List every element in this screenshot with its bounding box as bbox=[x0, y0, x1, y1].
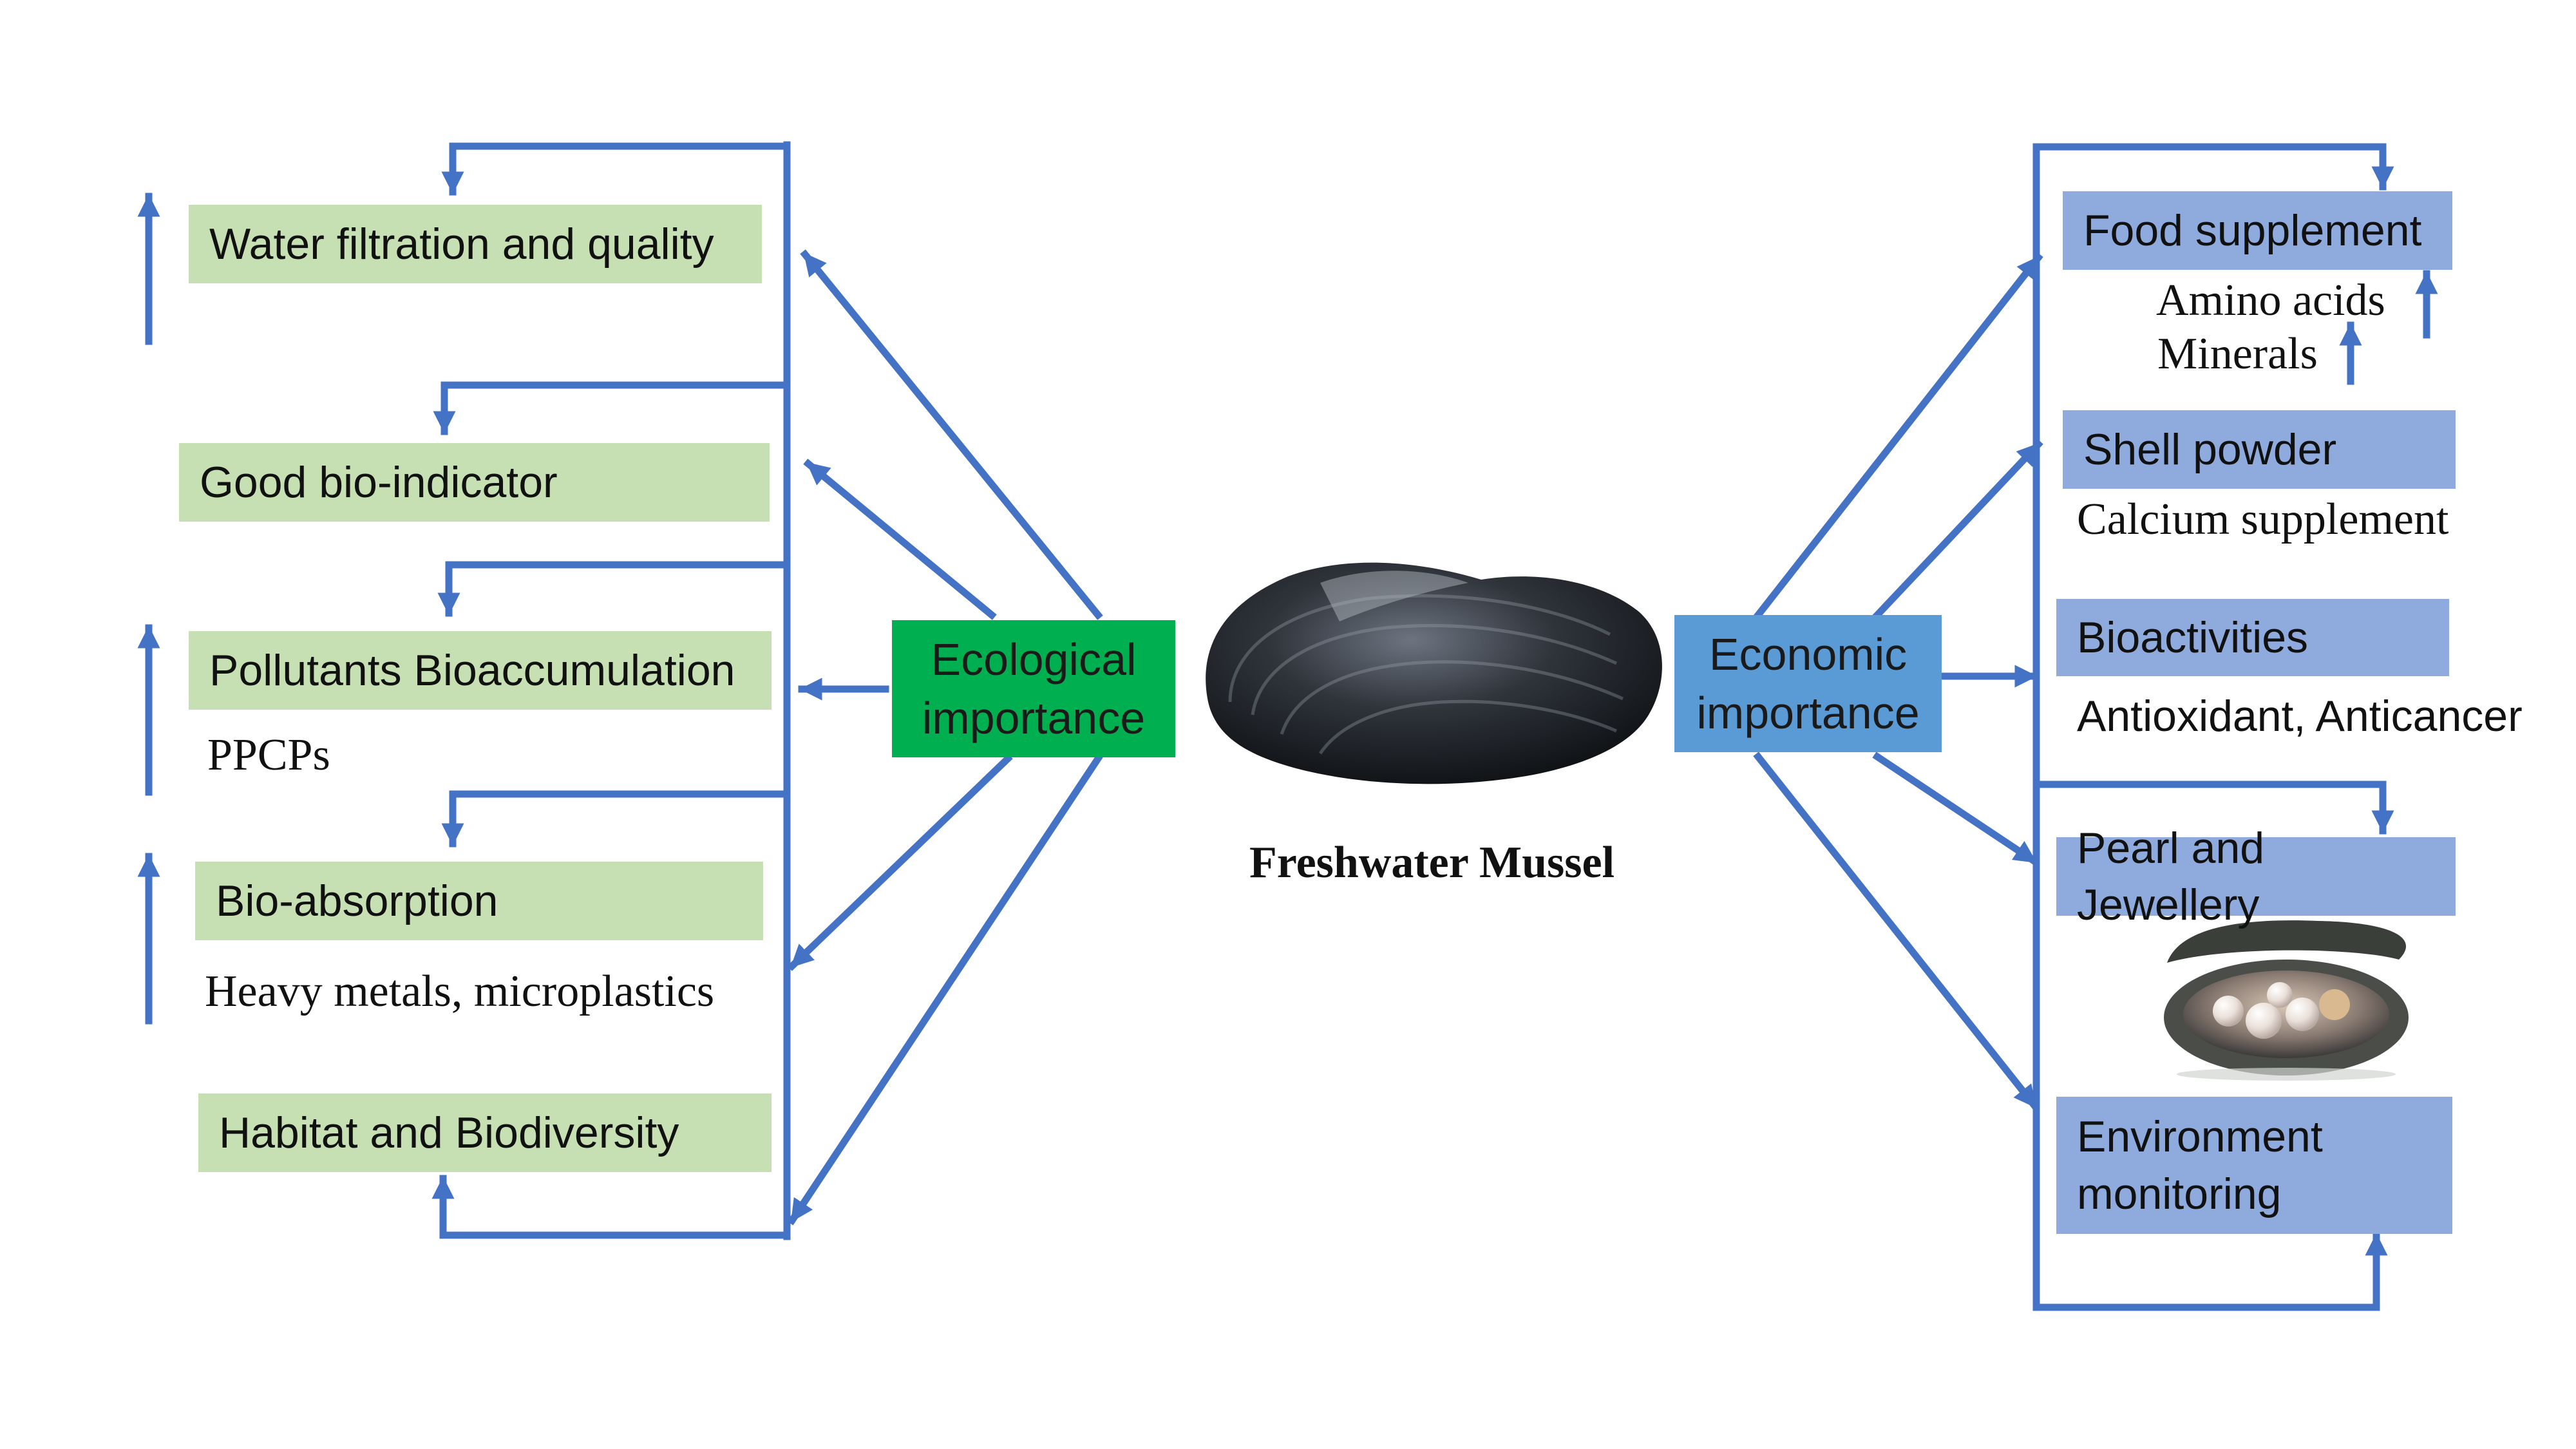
bioactivities-box: Bioactivities bbox=[2056, 599, 2449, 676]
economic-importance-label: Economic importance bbox=[1696, 629, 1920, 738]
food-supplement-label: Food supplement bbox=[2083, 205, 2422, 255]
environment-monitoring-label: Environment monitoring bbox=[2077, 1112, 2323, 1218]
eco-arrow-bottom bbox=[787, 753, 1103, 1226]
bio-absorption-label: Bio-absorption bbox=[216, 876, 498, 925]
bioactivities-label: Bioactivities bbox=[2077, 612, 2309, 662]
econ-arrow-lower bbox=[1872, 752, 2040, 867]
arrow-to-pollutants bbox=[437, 561, 791, 617]
economic-importance-box: Economic importance bbox=[1674, 615, 1942, 752]
econ-arrow-bottom bbox=[1753, 752, 2040, 1112]
pearl-jewellery-box: Pearl and Jewellery bbox=[2056, 824, 2456, 929]
water-filtration-box: Water filtration and quality bbox=[189, 205, 762, 283]
econ-arrow-top bbox=[1753, 252, 2043, 620]
bio-indicator-label: Good bio-indicator bbox=[200, 457, 558, 507]
shell-powder-box: Shell powder bbox=[2063, 410, 2456, 489]
ecological-importance-box: Ecological importance bbox=[892, 620, 1175, 757]
bio-indicator-box: Good bio-indicator bbox=[179, 443, 770, 522]
food-supplement-box: Food supplement bbox=[2063, 191, 2452, 270]
bio-absorption-note: Heavy metals, microplastics bbox=[205, 967, 715, 1016]
eco-arrow-lower bbox=[787, 753, 1013, 971]
arrow-to-pearl bbox=[2032, 781, 2394, 835]
arrow-to-food-supplement bbox=[2032, 143, 2394, 191]
ecological-importance-label: Ecological importance bbox=[922, 634, 1146, 743]
eco-arrow-upper bbox=[803, 459, 997, 620]
arrow-to-water-filtration bbox=[441, 142, 791, 196]
habitat-biodiversity-label: Habitat and Biodiversity bbox=[219, 1108, 679, 1157]
pearl-oyster-image bbox=[2164, 920, 2409, 1081]
arrow-to-bio-absorption bbox=[441, 790, 791, 848]
mussel-shell-image bbox=[1206, 562, 1662, 784]
arrow-to-habitat bbox=[431, 1175, 791, 1239]
pollutants-note: PPCPs bbox=[207, 730, 330, 780]
water-filtration-label: Water filtration and quality bbox=[209, 219, 714, 269]
econ-arrow-upper bbox=[1872, 439, 2043, 620]
amino-acids-note: Amino acids bbox=[2156, 276, 2385, 325]
pollutants-bioaccumulation-label: Pollutants Bioaccumulation bbox=[209, 645, 735, 695]
environment-monitoring-box: Environment monitoring bbox=[2056, 1097, 2452, 1234]
bio-absorption-box: Bio-absorption bbox=[195, 862, 763, 940]
arrow-to-environment bbox=[2032, 1231, 2388, 1311]
pollutants-bioaccumulation-box: Pollutants Bioaccumulation bbox=[189, 631, 772, 710]
minerals-note: Minerals bbox=[2157, 329, 2318, 379]
shell-powder-label: Shell powder bbox=[2083, 424, 2337, 474]
center-caption: Freshwater Mussel bbox=[1249, 838, 1615, 887]
eco-arrow-top bbox=[800, 249, 1103, 620]
shell-powder-note: Calcium supplement bbox=[2077, 495, 2449, 544]
habitat-biodiversity-box: Habitat and Biodiversity bbox=[198, 1094, 772, 1172]
arrow-to-bio-indicator bbox=[433, 381, 791, 435]
bioactivities-note: Antioxidant, Anticancer bbox=[2077, 692, 2523, 741]
pearl-jewellery-label: Pearl and Jewellery bbox=[2077, 823, 2265, 929]
